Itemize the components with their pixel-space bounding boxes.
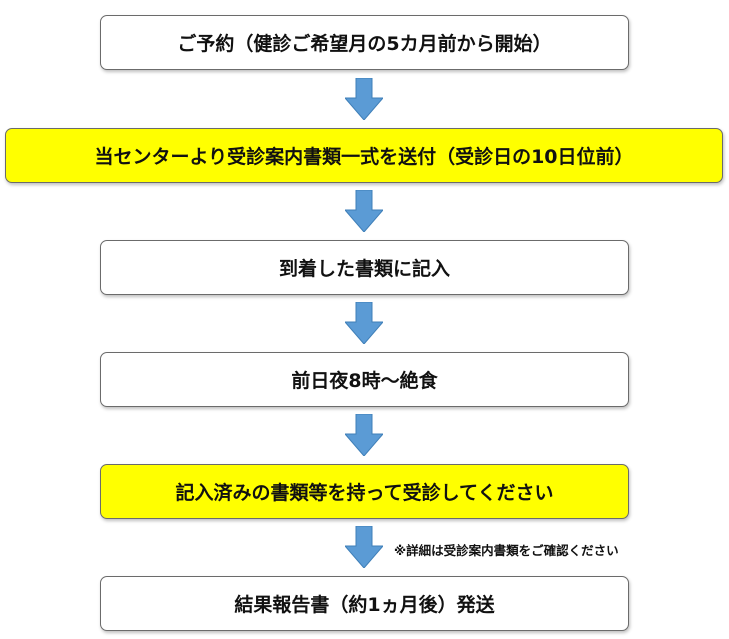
step-fill-documents-label: 到着した書類に記入 (278, 258, 450, 280)
step-documents-sent: 当センターより受診案内書類一式を送付（受診日の10日位前） (5, 128, 723, 183)
arrow-down-icon (345, 414, 383, 456)
step-reservation: ご予約（健診ご希望月の5カ月前から開始） (100, 15, 629, 70)
step-examination-label: 記入済みの書類等を持って受診してください (175, 482, 554, 504)
arrow-down-icon (345, 526, 383, 568)
arrow-down-icon (345, 190, 383, 232)
step-fasting-label: 前日夜8時～絶食 (291, 370, 438, 392)
step-fasting: 前日夜8時～絶食 (100, 352, 629, 407)
step-fill-documents: 到着した書類に記入 (100, 240, 629, 295)
step-documents-sent-label: 当センターより受診案内書類一式を送付（受診日の10日位前） (94, 146, 634, 168)
step-results-sent: 結果報告書（約1ヵ月後）発送 (100, 576, 629, 631)
arrow-down-icon (345, 302, 383, 344)
step-reservation-label: ご予約（健診ご希望月の5カ月前から開始） (177, 33, 552, 55)
step-results-sent-label: 結果報告書（約1ヵ月後）発送 (234, 594, 495, 616)
arrow-down-icon (345, 78, 383, 120)
details-note: ※詳細は受診案内書類をご確認ください (394, 543, 619, 558)
step-examination: 記入済みの書類等を持って受診してください (100, 464, 629, 519)
